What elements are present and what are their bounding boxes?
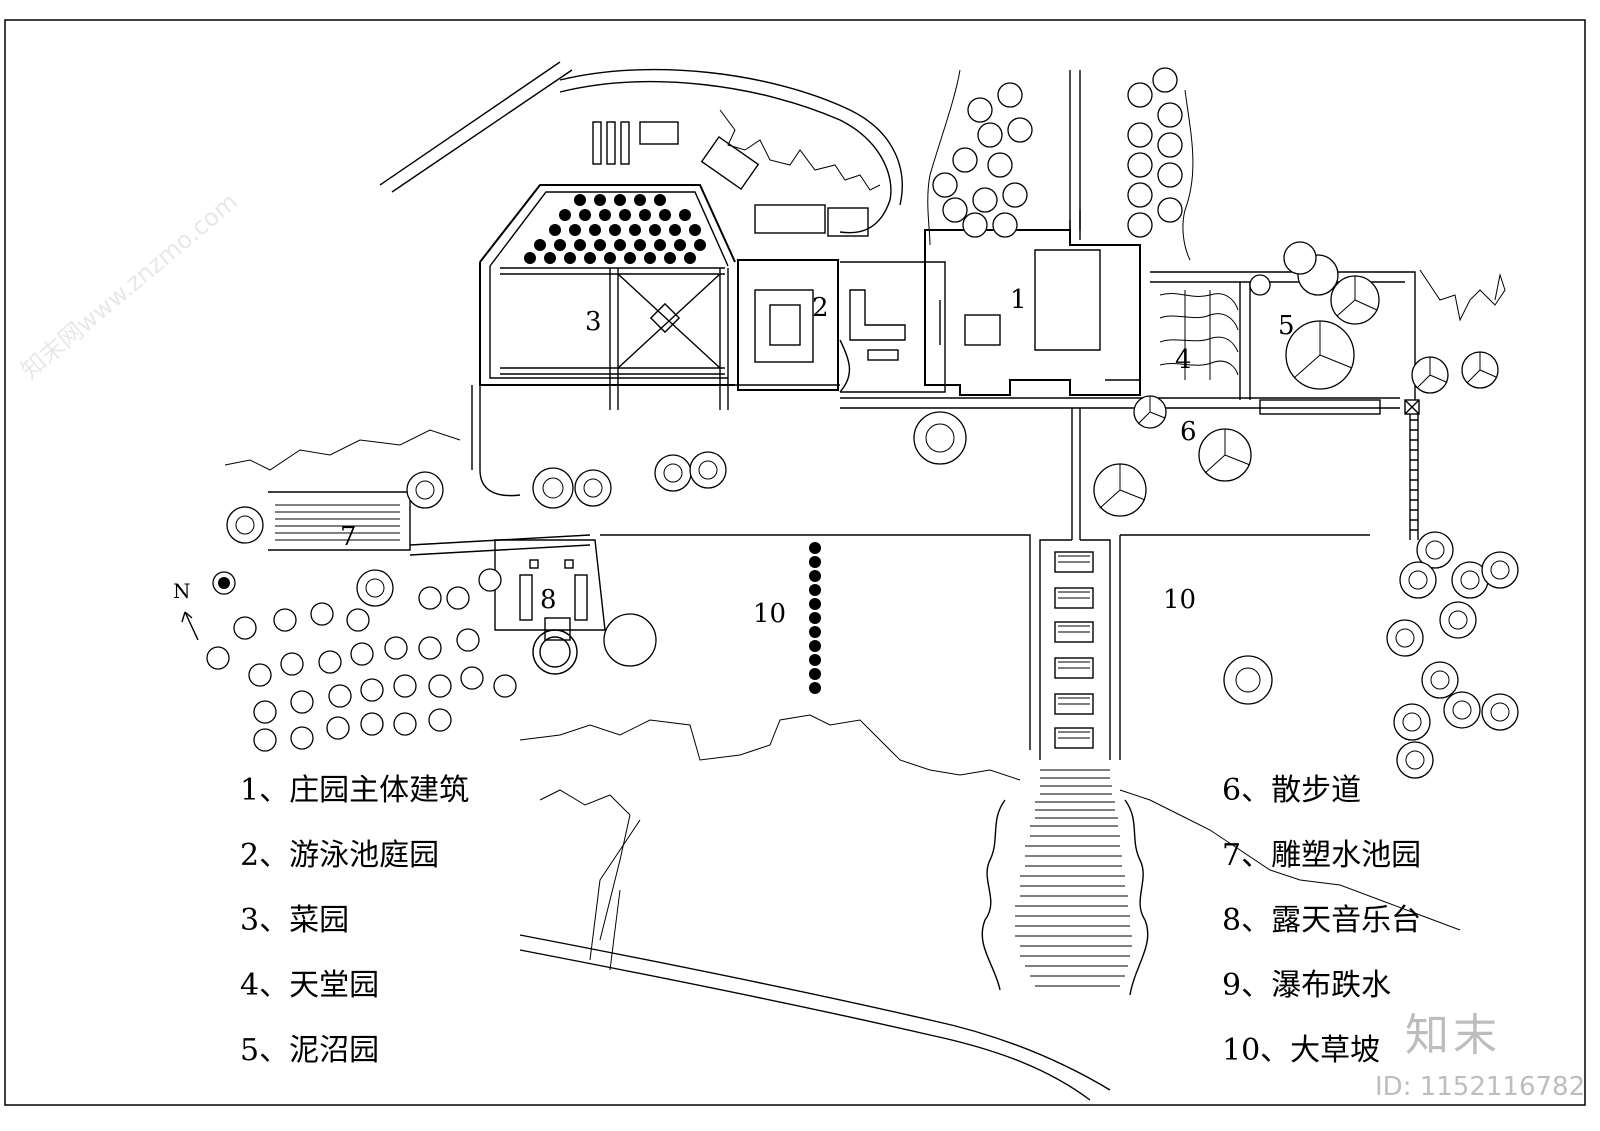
east-woodland [1386,531,1519,779]
waterfall-cascade [981,769,1149,996]
zone-label-5: 5 [1278,311,1295,341]
manor-building [924,210,1141,396]
legend-item-3: 3、菜园 [240,903,349,938]
central-axis [1039,408,1111,760]
zone-label-10-west: 10 [753,599,786,629]
outbuildings [592,121,869,237]
zone-labels: 1 2 3 4 5 6 7 8 10 10 [340,285,1295,629]
watermark-logo: 知末 [1405,1010,1501,1061]
north-arrow: N [173,579,199,641]
zone-label-6: 6 [1180,417,1197,447]
zone-label-7: 7 [340,522,357,552]
sw-orchard [206,568,517,752]
legend-left: 1、庄园主体建筑 2、游泳池庭园 3、菜园 4、天堂园 5、泥沼园 [240,773,469,1068]
north-label: N [173,579,191,603]
zone-label-8: 8 [540,585,557,615]
music-stage [494,539,606,675]
orchard-trees [524,194,706,264]
vegetable-garden [471,184,736,497]
legend-item-6: 6、散步道 [1222,773,1361,808]
legend-item-4: 4、天堂园 [240,968,379,1003]
sculpture-pool [224,429,591,556]
tree-avenue [809,542,821,694]
legend-item-5: 5、泥沼园 [240,1033,379,1068]
legend-item-9: 9、瀑布跌水 [1222,968,1391,1003]
woodland-edge [719,109,881,191]
lawn-slopes [600,534,1370,760]
legend-item-1: 1、庄园主体建筑 [240,773,469,808]
legend-item-10: 10、大草坡 [1222,1033,1380,1068]
legend-right: 6、散步道 7、雕塑水池园 8、露天音乐台 9、瀑布跌水 10、大草坡 [1222,773,1421,1068]
zone-label-3: 3 [585,307,602,337]
watermark-site-text: 知末网www.znzmo.com [16,188,243,385]
promenade [480,384,1420,540]
pool-garden [737,259,946,393]
lower-woodland [519,714,1461,1101]
zone-label-4: 4 [1175,345,1192,375]
zone-label-2: 2 [812,293,829,323]
zone-label-1: 1 [1010,285,1027,315]
legend-item-7: 7、雕塑水池园 [1222,838,1421,873]
legend-item-2: 2、游泳池庭园 [240,838,439,873]
legend-item-8: 8、露天音乐台 [1222,903,1421,938]
specimen-trees [212,241,1499,705]
north-tree-rows [927,67,1194,261]
watermark-id: ID: 1152116782 [1375,1072,1585,1102]
access-road [379,61,903,234]
drawing-frame [4,19,1586,1106]
east-boundary [1419,269,1506,322]
zone-label-10-east: 10 [1163,585,1196,615]
